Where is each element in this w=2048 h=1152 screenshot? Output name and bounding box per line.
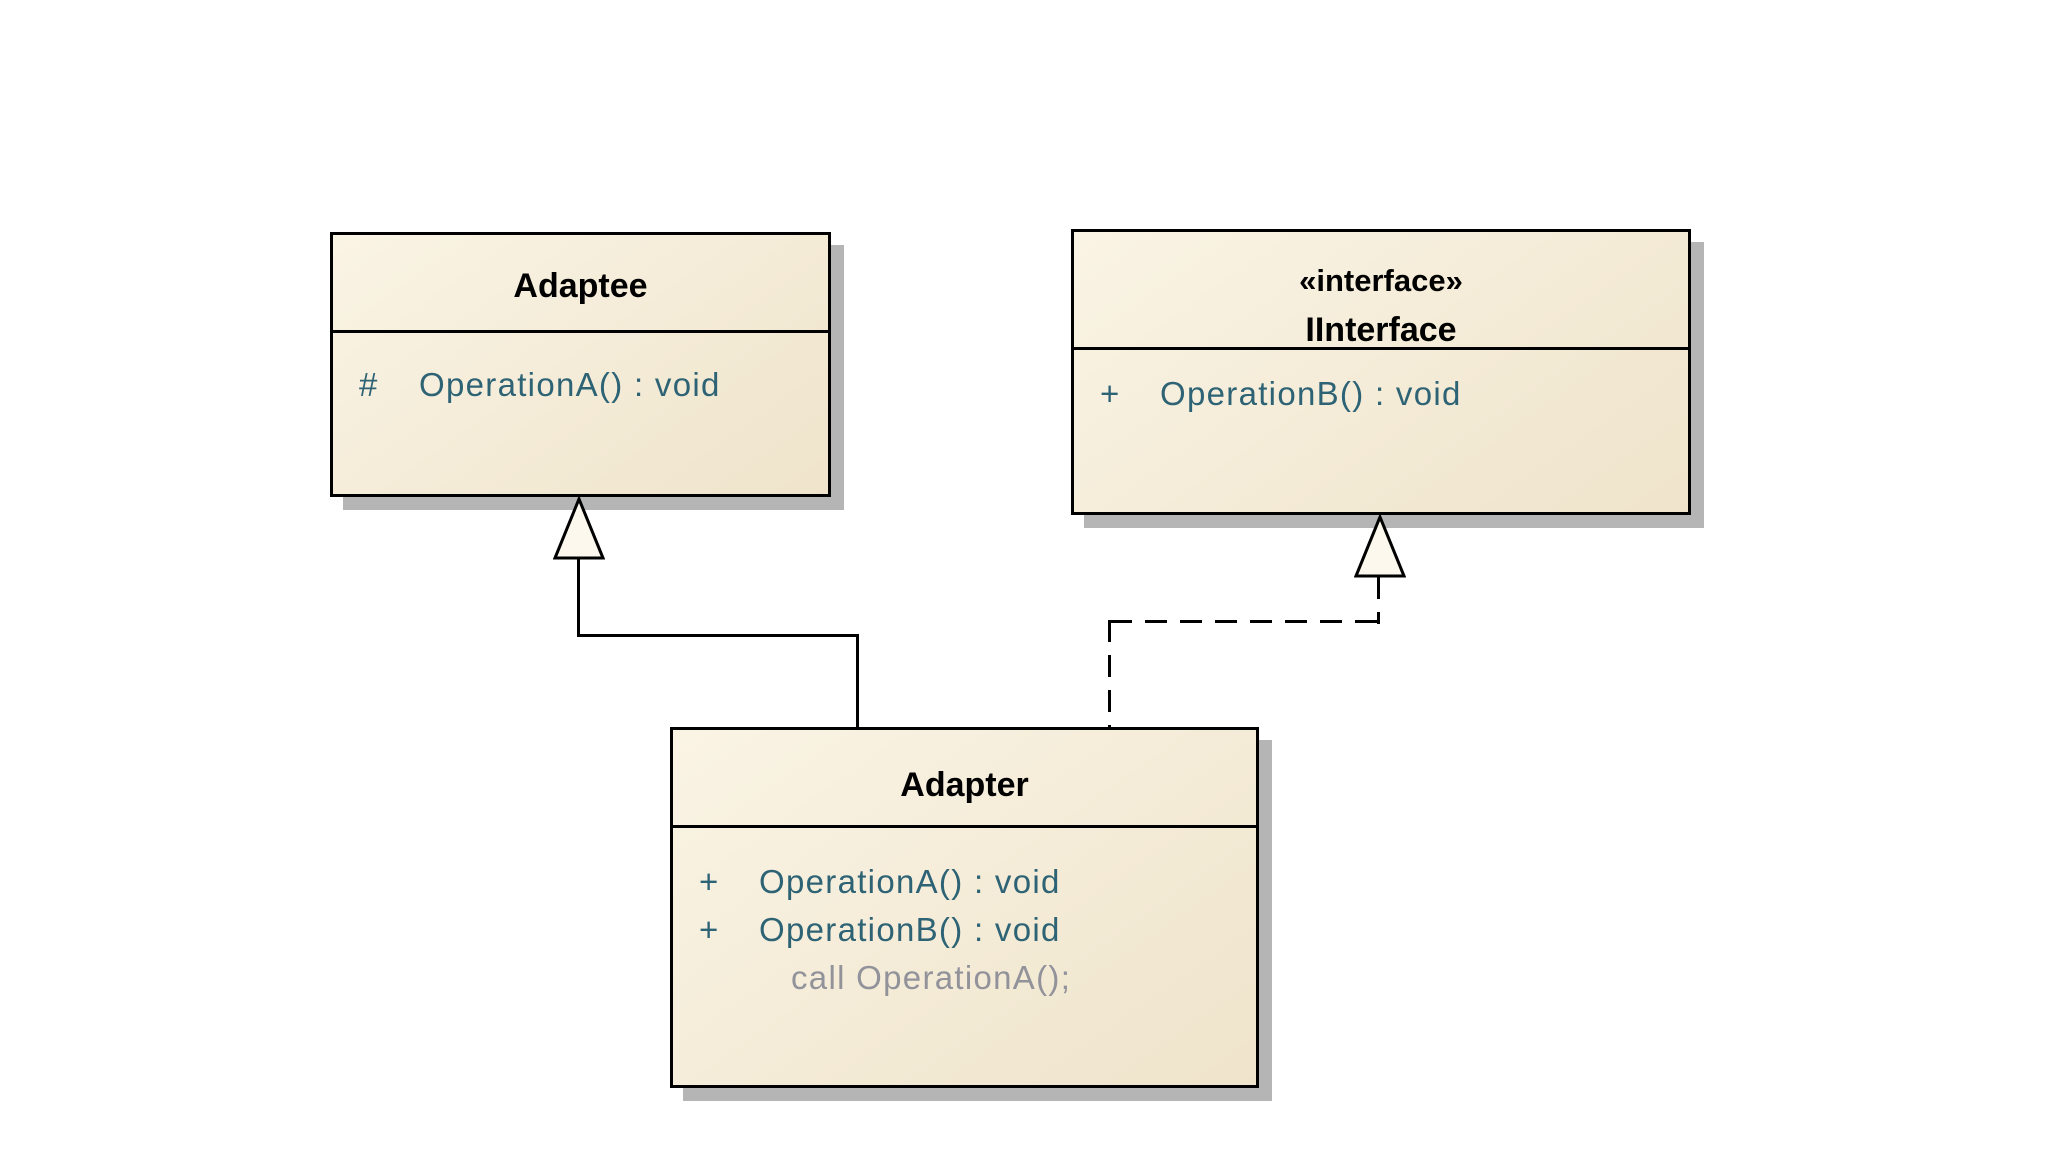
generalization-segment-horizontal[interactable] (577, 634, 859, 637)
adapter-members-compartment: + OperationA() : void + OperationB() : v… (673, 828, 1256, 1002)
visibility-symbol: + (699, 863, 720, 900)
hollow-triangle-icon[interactable] (1354, 515, 1406, 579)
uml-class-iinterface[interactable]: «interface» IInterface + OperationB() : … (1071, 229, 1691, 515)
uml-class-adapter[interactable]: Adapter + OperationA() : void + Operatio… (670, 727, 1259, 1088)
generalization-segment-vertical-top[interactable] (577, 557, 580, 637)
behavior-note: call OperationA(); (791, 959, 1072, 996)
operation-signature: OperationB() : void (759, 911, 1061, 948)
operation-signature: OperationA() : void (759, 863, 1061, 900)
member-row: + OperationA() : void (673, 858, 1256, 906)
class-name: Adaptee (513, 267, 648, 305)
operation-signature: OperationA() : void (419, 366, 721, 403)
adaptee-title-compartment: Adaptee (333, 235, 828, 333)
visibility-symbol: + (1100, 375, 1121, 412)
realization-segment-horizontal[interactable] (1110, 620, 1380, 623)
member-row: + OperationB() : void (1074, 370, 1688, 418)
uml-class-adaptee[interactable]: Adaptee # OperationA() : void (330, 232, 831, 497)
iinterface-members-compartment: + OperationB() : void (1074, 350, 1688, 418)
hollow-triangle-icon[interactable] (553, 497, 605, 561)
visibility-symbol: + (699, 911, 720, 948)
generalization-segment-vertical-bottom[interactable] (856, 634, 859, 729)
adapter-title-compartment: Adapter (673, 730, 1256, 828)
adaptee-members-compartment: # OperationA() : void (333, 333, 828, 409)
realization-segment-vertical-top[interactable] (1377, 577, 1380, 624)
member-row: + OperationB() : void (673, 906, 1256, 954)
visibility-symbol: # (359, 366, 379, 403)
operation-signature: OperationB() : void (1160, 375, 1462, 412)
class-name: IInterface (1305, 311, 1457, 349)
member-row: # OperationA() : void (333, 361, 828, 409)
stereotype-label: «interface» (1299, 263, 1463, 298)
iinterface-title-compartment: «interface» IInterface (1074, 232, 1688, 350)
class-name: Adapter (900, 766, 1029, 804)
realization-segment-vertical-bottom[interactable] (1108, 620, 1111, 729)
